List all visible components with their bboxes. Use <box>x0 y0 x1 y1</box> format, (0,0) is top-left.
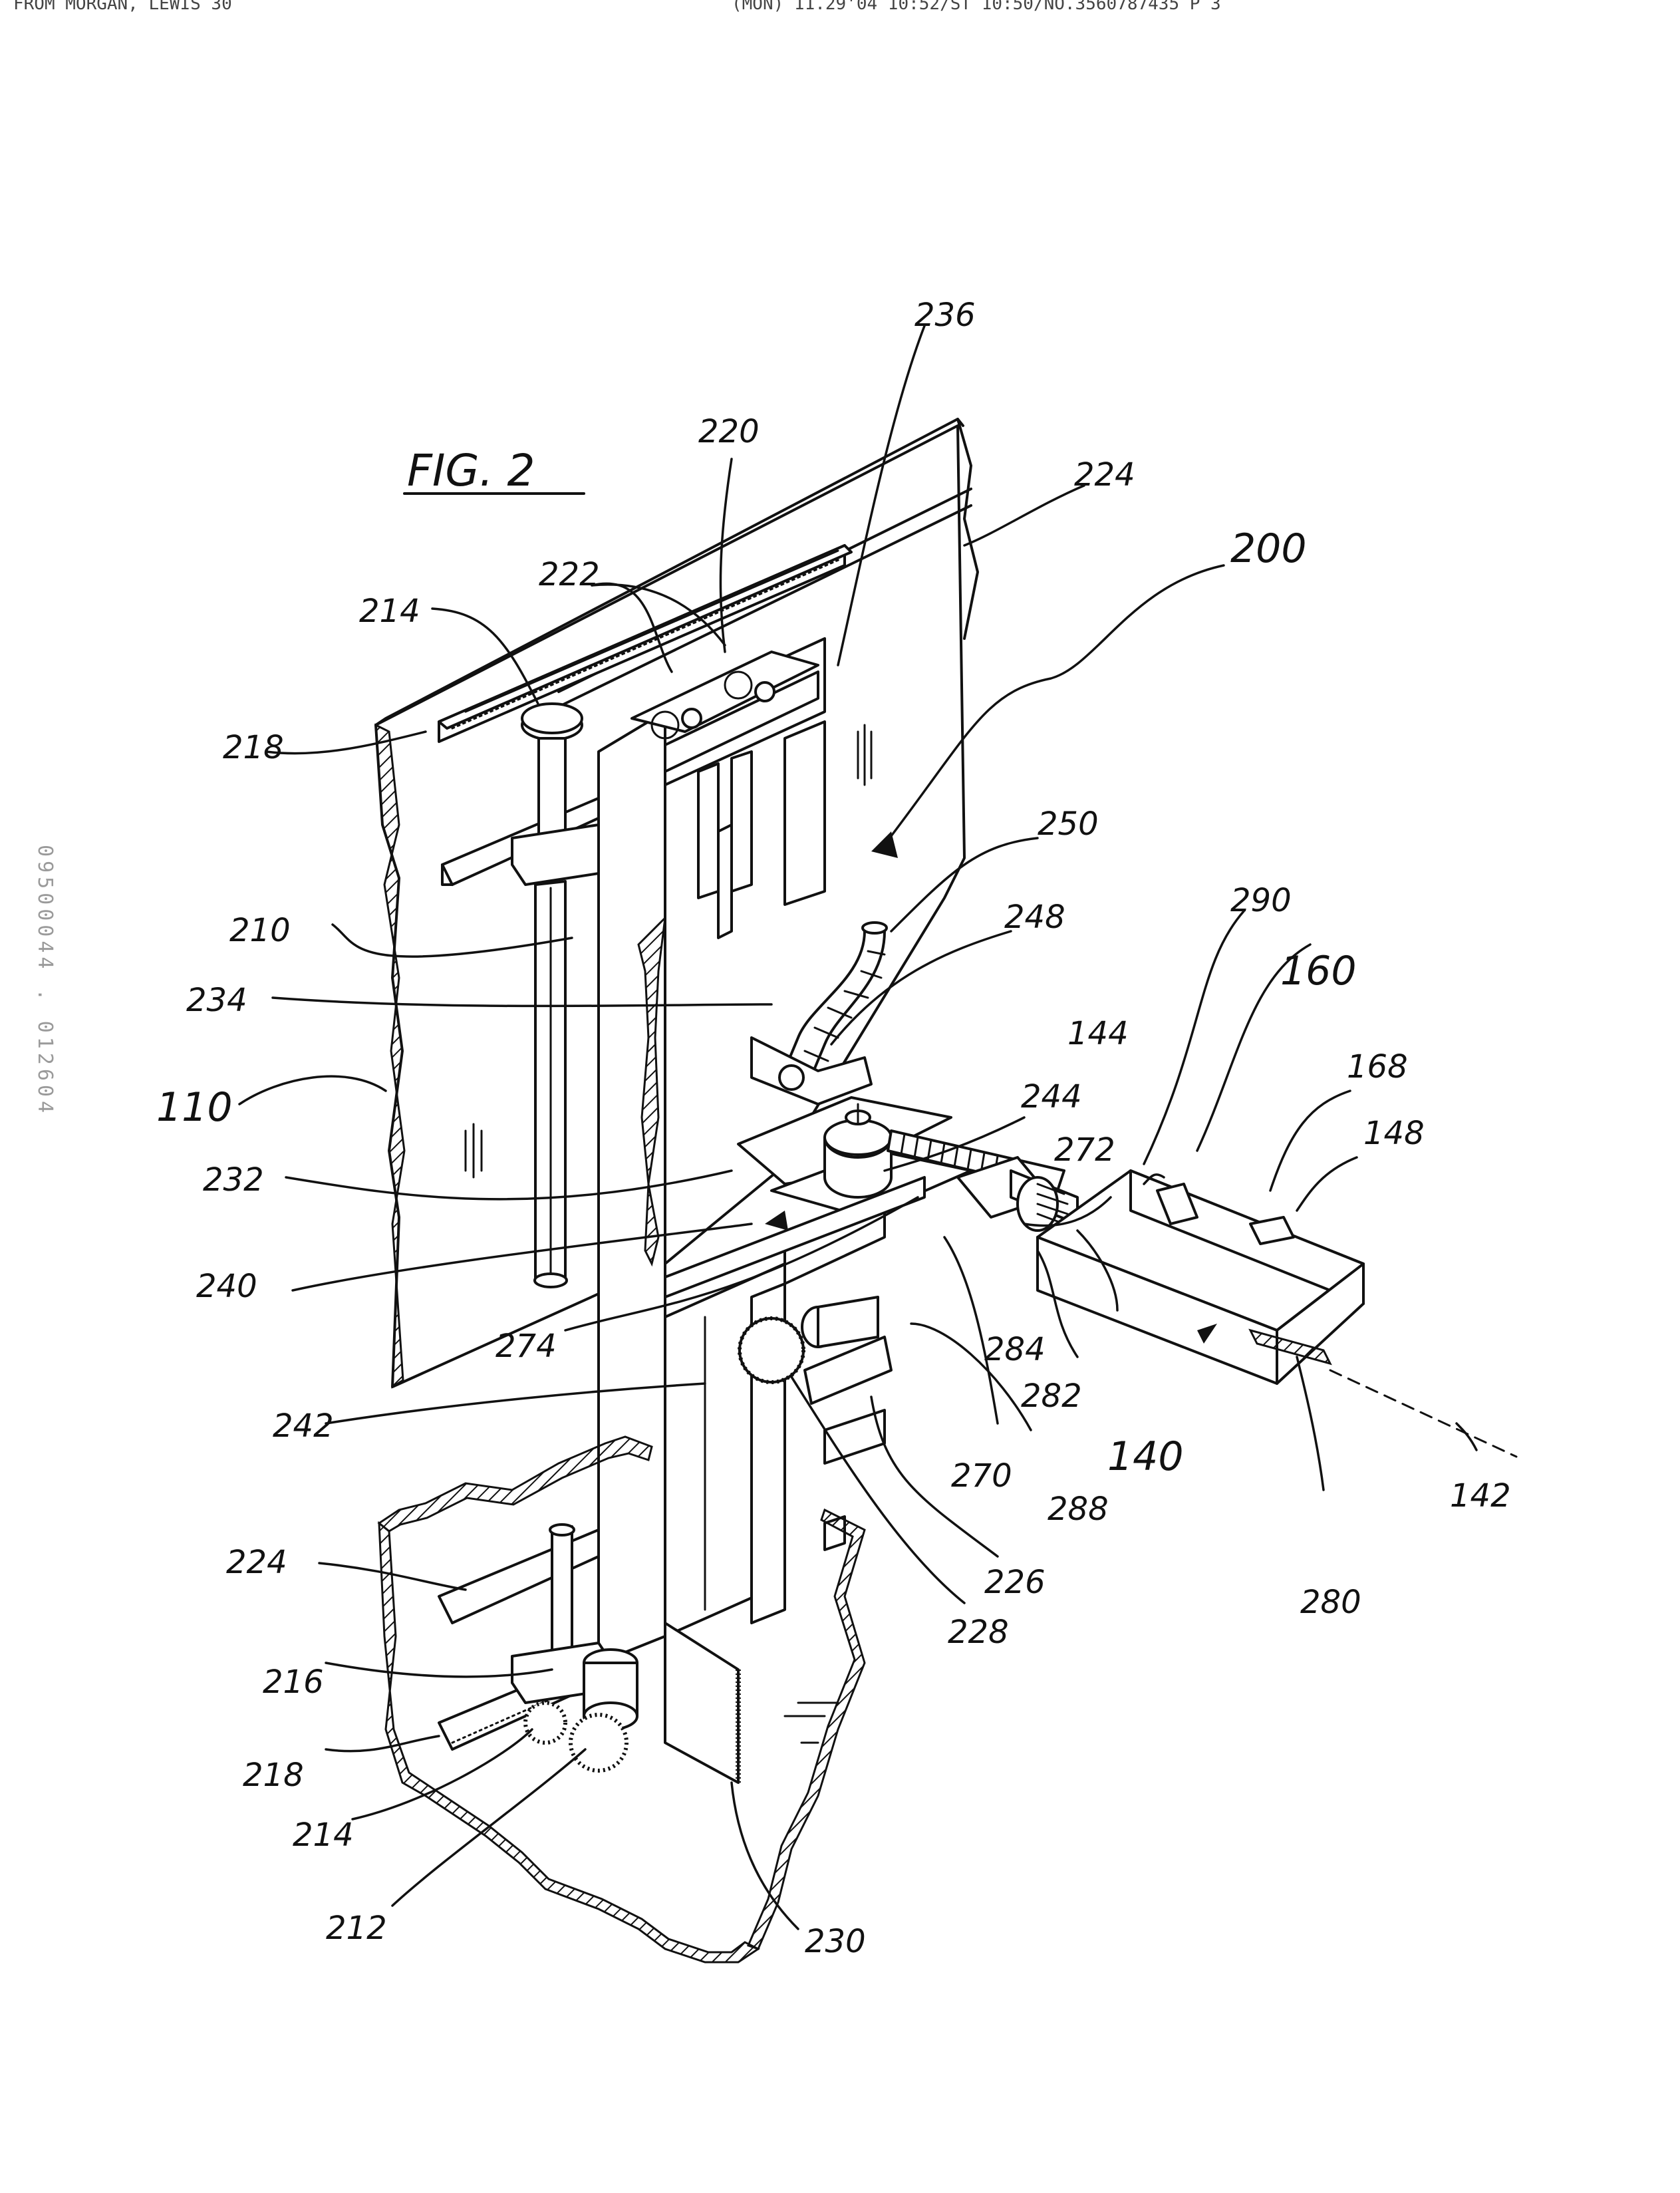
ref-228: 228 <box>948 1614 1009 1651</box>
ref-270: 270 <box>951 1457 1012 1495</box>
ref-226: 226 <box>984 1564 1046 1601</box>
ref-290: 290 <box>1230 882 1292 919</box>
right-channel-beam <box>1038 1171 1516 1457</box>
ref-148: 148 <box>1363 1115 1425 1152</box>
ref-168: 168 <box>1347 1048 1408 1086</box>
ref-144: 144 <box>1067 1015 1129 1052</box>
ref-282: 282 <box>1021 1378 1082 1415</box>
ref-218-lower: 218 <box>243 1757 304 1794</box>
figure-title: FIG. 2 <box>407 445 535 496</box>
ref-284: 284 <box>984 1331 1046 1368</box>
ref-224-upper: 224 <box>1074 456 1135 494</box>
ref-250: 250 <box>1038 805 1099 843</box>
ref-240: 240 <box>196 1268 257 1305</box>
ref-274: 274 <box>495 1328 557 1365</box>
fax-header-left: FROM MORGAN, LEWIS 30 <box>13 0 232 14</box>
ref-214-upper: 214 <box>359 593 420 630</box>
ref-224-lower: 224 <box>226 1544 287 1581</box>
ref-222: 222 <box>539 556 600 593</box>
ref-272: 272 <box>1054 1131 1115 1169</box>
ref-142: 142 <box>1450 1477 1511 1515</box>
ref-214-lower: 214 <box>293 1817 354 1854</box>
ref-220: 220 <box>698 413 760 450</box>
fax-header-right: (MON) 11.29'04 10:52/ST 10:50/NO.3560787… <box>732 0 1221 14</box>
ref-160: 160 <box>1280 948 1357 994</box>
ref-288: 288 <box>1048 1491 1109 1528</box>
ref-280: 280 <box>1300 1584 1361 1621</box>
arrowhead-240 <box>765 1211 788 1231</box>
ref-212: 212 <box>326 1910 387 1947</box>
ref-210: 210 <box>229 912 291 949</box>
ref-230: 230 <box>805 1923 866 1960</box>
ref-248: 248 <box>1004 899 1065 936</box>
ref-218-upper: 218 <box>223 729 284 766</box>
assembly-drawing <box>239 326 1516 1962</box>
ref-200: 200 <box>1230 525 1307 572</box>
ref-236: 236 <box>914 297 976 334</box>
ref-232: 232 <box>203 1161 264 1199</box>
ref-242: 242 <box>273 1407 334 1445</box>
ref-140: 140 <box>1107 1433 1184 1480</box>
ref-244: 244 <box>1021 1078 1082 1115</box>
ref-216: 216 <box>263 1664 324 1701</box>
side-stamp: 09500044 . 012604 <box>33 845 57 1117</box>
ref-110: 110 <box>156 1084 233 1131</box>
upper-wall-panel <box>376 419 978 1387</box>
ref-234: 234 <box>186 982 247 1019</box>
